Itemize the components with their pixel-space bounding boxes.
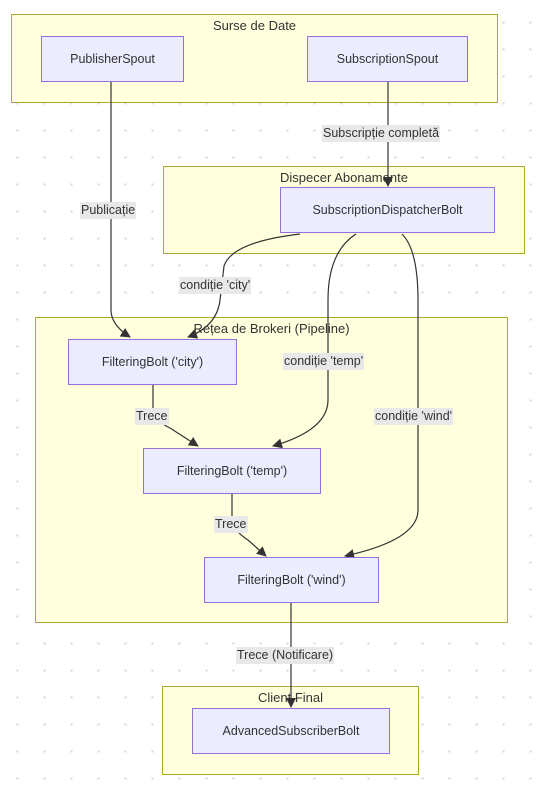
cluster-title-sources: Surse de Date bbox=[212, 18, 297, 33]
edge-publisher-to-filter-city bbox=[110, 82, 131, 338]
edge-label-trece-notificare: Trece (Notificare) bbox=[236, 647, 335, 664]
filtering-bolt-temp-node[interactable]: FilteringBolt ('temp') bbox=[143, 448, 321, 494]
advanced-subscriber-bolt-node[interactable]: AdvancedSubscriberBolt bbox=[192, 708, 390, 754]
edge-label-publicatie: Publicație bbox=[80, 202, 137, 219]
edge-label-trece-city-temp: Trece bbox=[135, 408, 169, 425]
publisher-spout-node[interactable]: PublisherSpout bbox=[41, 36, 184, 82]
edge-label-conditie-city: condiție 'city' bbox=[179, 277, 252, 294]
cluster-title-dispatcher: Dispecer Abonamente bbox=[280, 170, 408, 185]
cluster-title-brokers: Rețea de Brokeri (Pipeline) bbox=[193, 321, 350, 336]
filtering-bolt-wind-node[interactable]: FilteringBolt ('wind') bbox=[204, 557, 379, 603]
edge-label-conditie-temp: condiție 'temp' bbox=[283, 353, 365, 370]
edge-label-conditie-wind: condiție 'wind' bbox=[374, 408, 454, 425]
filtering-bolt-city-node[interactable]: FilteringBolt ('city') bbox=[68, 339, 237, 385]
edge-label-subscriptie-completa: Subscripție completă bbox=[322, 125, 441, 142]
edge-dispatcher-to-filter-city bbox=[187, 233, 301, 339]
edge-label-trece-temp-wind: Trece bbox=[214, 516, 248, 533]
subscription-spout-node[interactable]: SubscriptionSpout bbox=[307, 36, 468, 82]
edge-dispatcher-to-filter-temp bbox=[272, 233, 357, 449]
subscription-dispatcher-bolt-node[interactable]: SubscriptionDispatcherBolt bbox=[280, 187, 495, 233]
edge-dispatcher-to-filter-wind bbox=[344, 233, 419, 559]
